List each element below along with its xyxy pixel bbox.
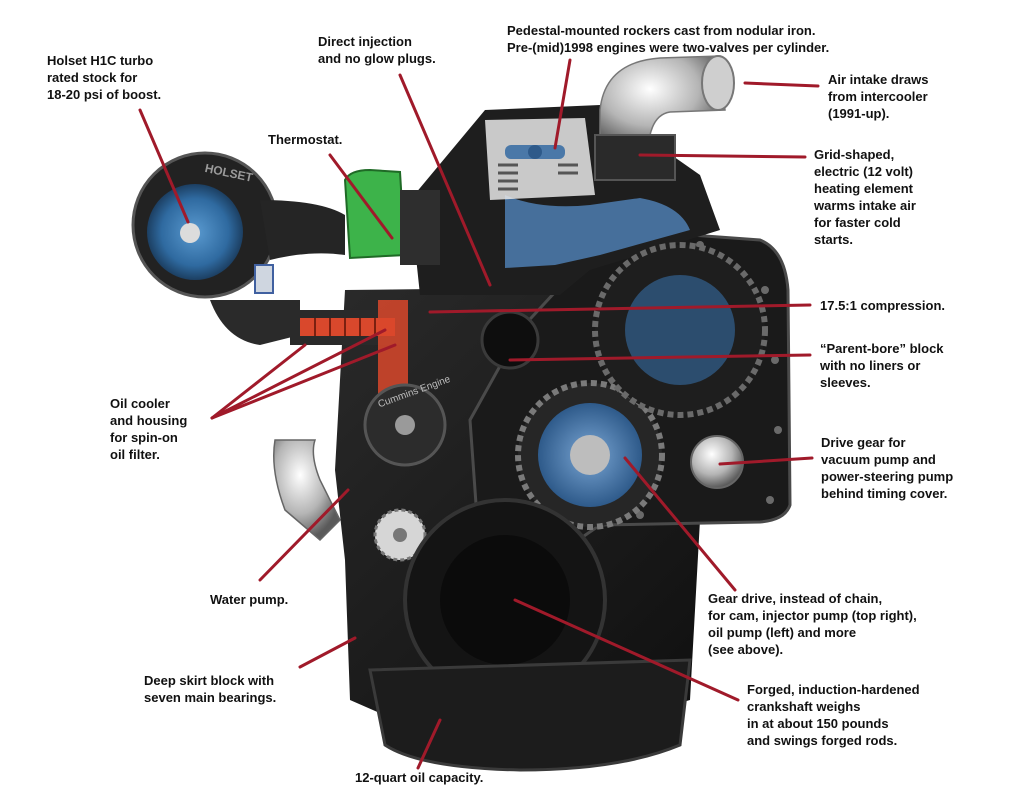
leader-line-drive-gear: [718, 456, 814, 466]
intake-opening: [701, 55, 735, 111]
leader-line-deep-skirt: [298, 636, 357, 669]
leader-line-turbo: [138, 108, 190, 224]
leader-line-compression: [428, 303, 812, 314]
rocker-arm-icon: [505, 145, 565, 159]
leader-line-injection: [398, 73, 492, 287]
callout-injection: Direct injection and no glow plugs.: [318, 34, 436, 66]
cam-gear-icon: [515, 380, 665, 530]
leader-line-oil-cooler-2: [210, 328, 387, 420]
callout-drive-gear: Drive gear for vacuum pump and power-ste…: [821, 435, 954, 501]
callout-compression: 17.5:1 compression.: [820, 298, 945, 313]
callout-deep-skirt: Deep skirt block with seven main bearing…: [144, 673, 277, 705]
grid-heater-icon: [594, 134, 676, 181]
turbocharger-icon: [131, 151, 345, 345]
leader-line-oil-cooler-3: [210, 343, 397, 420]
leader-line-oil-capacity: [416, 718, 442, 770]
oil-pump-gear-icon: [373, 508, 427, 562]
callout-thermostat: Thermostat.: [268, 132, 343, 147]
leader-line-oil-cooler: [210, 343, 307, 420]
leader-lines: [138, 58, 820, 770]
leader-line-water-pump: [258, 488, 350, 582]
callout-grid-heater: Grid-shaped, electric (12 volt) heating …: [814, 147, 916, 247]
callout-crankshaft: Forged, induction-hardened crankshaft we…: [747, 682, 920, 748]
callout-air-intake: Air intake draws from intercooler (1991-…: [828, 72, 929, 121]
callout-oil-cooler: Oil cooler and housing for spin-on oil f…: [110, 396, 188, 462]
leader-line-gear-drive: [623, 456, 737, 592]
coolant-elbow-icon: [273, 439, 341, 542]
intake-elbow-icon: [599, 55, 726, 151]
leader-line-thermostat: [328, 153, 394, 240]
callout-rockers: Pedestal-mounted rockers cast from nodul…: [507, 23, 830, 55]
leader-line-air-intake: [743, 81, 820, 88]
valve-spring-icon: [498, 163, 578, 191]
thermostat-housing: [400, 190, 440, 265]
leader-line-crankshaft: [513, 598, 740, 702]
callout-water-pump: Water pump.: [210, 592, 289, 607]
oil-cooler-icon: [290, 300, 408, 400]
callout-parent-bore: “Parent-bore” block with no liners or sl…: [820, 341, 944, 390]
callout-gear-drive: Gear drive, instead of chain, for cam, i…: [708, 591, 917, 657]
oil-pan-icon: [368, 658, 692, 772]
leader-line-parent-bore: [508, 353, 812, 362]
head-cutaway-blue: [505, 195, 690, 268]
callout-turbo: Holset H1C turbo rated stock for 18-20 p…: [47, 53, 162, 102]
water-pump-icon: [363, 383, 447, 467]
injector-pump-gear-icon: [592, 242, 768, 418]
callout-oil-capacity: 12-quart oil capacity.: [355, 770, 484, 785]
leader-line-rockers: [553, 58, 572, 150]
leader-line-grid-heater: [638, 153, 807, 159]
